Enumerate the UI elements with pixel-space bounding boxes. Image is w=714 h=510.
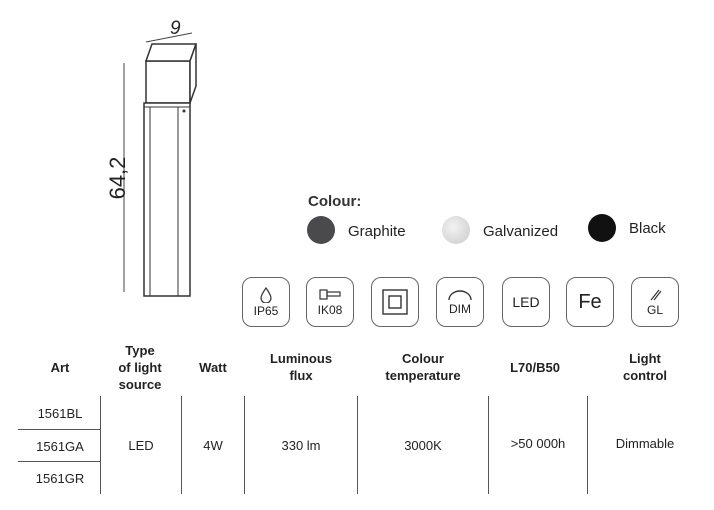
gl-icon: GL: [631, 277, 679, 327]
table-cell-life: >50 000h: [510, 436, 566, 451]
table-cell-art: 1561BL: [37, 406, 83, 421]
header-flux-line2: flux: [289, 368, 313, 383]
ik08-hammer-icon: IK08: [306, 277, 354, 327]
table-divider: [488, 396, 489, 494]
galvanized-swatch: [442, 216, 470, 244]
header-flux: Luminous flux: [255, 350, 347, 384]
header-control-line1: Light: [629, 351, 661, 366]
table-divider: [244, 396, 245, 494]
graphite-swatch: [307, 216, 335, 244]
width-dimension-label: 9: [170, 18, 181, 39]
ip65-drop-icon: IP65: [242, 277, 290, 327]
table-row-divider: [18, 461, 100, 462]
table-divider: [181, 396, 182, 494]
table-cell-art: 1561GR: [35, 471, 85, 486]
fe-label: Fe: [578, 290, 602, 313]
dim-icon: DIM: [436, 277, 484, 327]
fe-icon: Fe: [566, 277, 614, 327]
header-type-line2: of light: [118, 360, 162, 375]
galvanized-label: Galvanized: [483, 223, 559, 240]
table-divider: [100, 396, 101, 494]
table-divider: [587, 396, 588, 494]
dim-arc-icon: [448, 289, 472, 300]
gl-label: GL: [646, 302, 663, 317]
drop-icon: [260, 286, 272, 303]
header-control: Light control: [600, 350, 690, 384]
table-cell-control: Dimmable: [615, 436, 675, 451]
graphite-label: Graphite: [348, 223, 406, 240]
hammer-icon: [319, 288, 341, 300]
height-dimension-label: 64,2: [105, 156, 130, 200]
class-ii-insulation-icon: [371, 277, 419, 327]
table-cell-art: 1561GA: [36, 439, 84, 454]
led-icon: LED: [502, 277, 550, 327]
header-type: Type of light source: [100, 342, 180, 393]
table-divider: [357, 396, 358, 494]
colour-title: Colour:: [308, 193, 362, 210]
header-art: Art: [50, 360, 70, 375]
header-watt: Watt: [199, 360, 227, 375]
header-type-line1: Type: [125, 343, 155, 358]
black-label: Black: [629, 220, 666, 237]
header-control-line2: control: [622, 368, 668, 383]
ik08-label: IK08: [317, 302, 343, 317]
table-cell-watt: 4W: [203, 438, 223, 453]
led-label: LED: [512, 294, 540, 310]
ip65-label: IP65: [253, 303, 279, 318]
black-swatch: [588, 214, 616, 242]
table-cell-flux: 330 lm: [281, 438, 321, 453]
header-flux-line1: Luminous: [269, 351, 333, 366]
dim-label: DIM: [449, 301, 471, 316]
table-cell-temp: 3000K: [404, 438, 442, 453]
header-temp: Colour temperature: [368, 350, 478, 384]
table-row-divider: [18, 429, 100, 430]
header-life: L70/B50: [510, 360, 560, 375]
slash-icon: [650, 289, 662, 300]
header-type-line3: source: [118, 377, 162, 392]
table-cell-type: LED: [128, 438, 154, 453]
product-drawing: [123, 32, 198, 297]
header-temp-line2: temperature: [385, 368, 461, 383]
header-temp-line1: Colour: [402, 351, 444, 366]
